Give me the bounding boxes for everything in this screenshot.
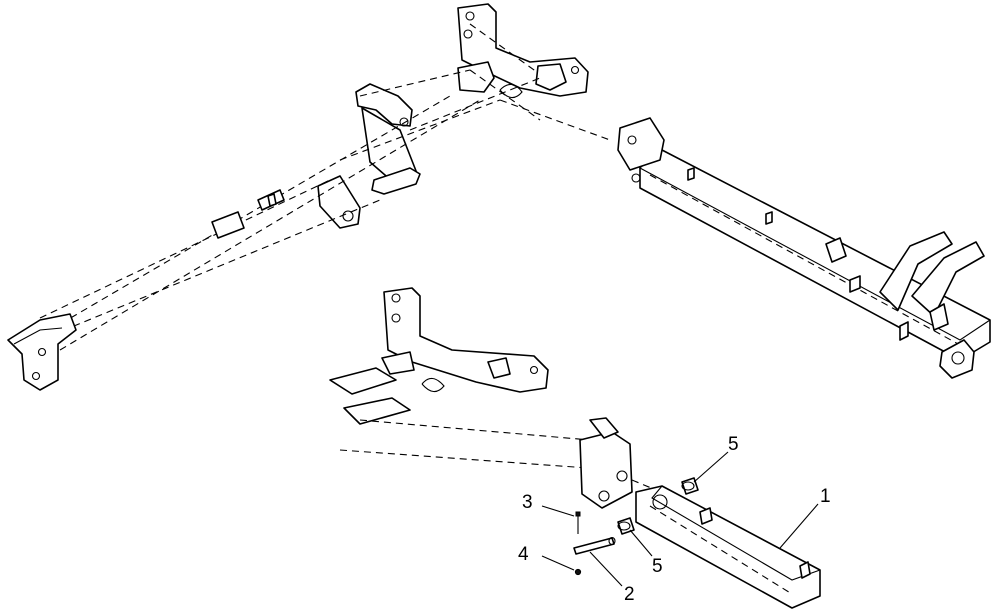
lower-left-arms [329,351,591,469]
left-end-bracket [7,313,77,391]
bolt-part-3 [575,511,581,534]
callout-5-lower-label: 5 [652,556,663,577]
beam-section-part-1 [635,485,821,609]
callout-5-lower: 5 [629,529,663,577]
center-fold-link [317,69,541,229]
callout-3: 3 [522,492,575,517]
callout-1-label: 1 [820,486,831,507]
lower-mount-plate [383,287,549,393]
callout-2: 2 [589,551,635,605]
callout-5-upper: 5 [693,434,739,483]
center-hinge [457,61,611,141]
callouts: 1 2 3 4 5 5 [518,434,831,605]
callout-1: 1 [779,486,831,549]
callout-3-label: 3 [522,492,533,513]
lower-detail-assembly [329,287,821,609]
nut-part-4 [574,568,582,576]
right-boom-beam [617,117,991,379]
callout-4: 4 [518,544,575,571]
callout-2-label: 2 [624,584,635,605]
lower-hinge-bracket [579,417,681,509]
upper-frame-assembly [7,3,991,391]
callout-5-upper-label: 5 [728,434,739,455]
pin-part-2 [573,536,616,555]
callout-4-label: 4 [518,544,529,565]
left-boom-beam [39,95,481,351]
